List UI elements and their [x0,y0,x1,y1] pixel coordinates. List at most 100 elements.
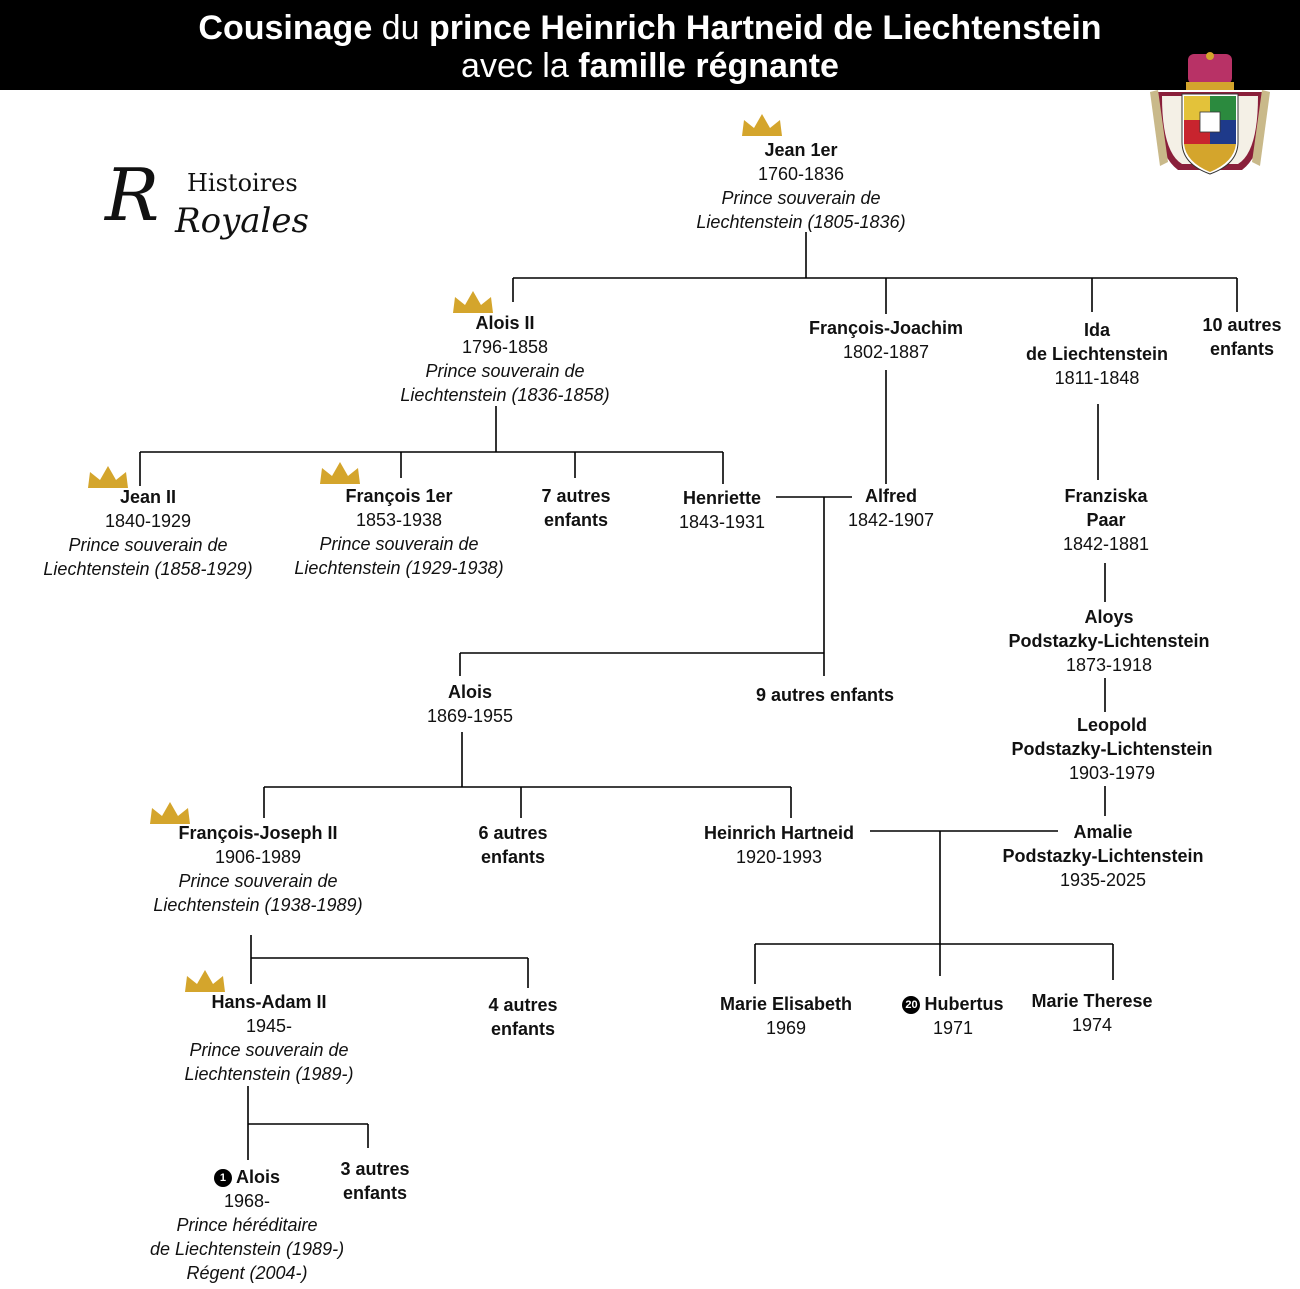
person-name: Aloys [1084,607,1134,627]
other-children-label: 7 autres [541,486,611,506]
other-children-label: enfants [490,1019,555,1039]
histoires-royales-logo: R Histoires Royales [105,153,309,250]
crown-icon [320,462,360,484]
person-title: Prince souverain de [178,871,338,891]
crown-icon [453,291,493,313]
person-heinrich-hartneid: Heinrich Hartneid 1920-1993 [684,821,874,869]
person-alois-1869: Alois 1869-1955 [405,680,535,728]
person-franziska-paar: Franziska Paar 1842-1881 [1041,484,1171,556]
title-bold-a: Cousinage [198,9,373,47]
person-title: Liechtenstein (1858-1929) [43,559,253,579]
person-name: Hubertus [924,994,1004,1014]
subtitle-normal: avec la [461,47,579,85]
other-children-9: 9 autres enfants [725,683,925,707]
person-title: Prince souverain de [68,535,228,555]
person-name: Leopold [1077,715,1147,735]
person-name: Marie Therese [1031,991,1153,1011]
person-name: Paar [1086,510,1126,530]
person-amalie: Amalie Podstazky-Lichtenstein 1935-2025 [978,820,1228,892]
person-dates: 1843-1931 [678,512,766,532]
title-line-2: avec la famille régnante [0,47,1300,85]
person-dates: 1968- [223,1191,271,1211]
crown-icon [88,466,128,488]
person-title: Liechtenstein (1836-1858) [400,385,610,405]
person-title: Prince souverain de [721,188,881,208]
person-marie-elisabeth: Marie Elisabeth 1969 [701,992,871,1040]
person-aloys: Aloys Podstazky-Lichtenstein 1873-1918 [984,605,1234,677]
other-children-label: enfants [342,1183,407,1203]
person-dates: 1842-1907 [847,510,935,530]
person-marie-therese: Marie Therese 1974 [1012,989,1172,1037]
person-name: Alois [447,682,492,702]
person-title: Liechtenstein (1938-1989) [153,895,363,915]
other-children-label: 9 autres enfants [755,685,895,705]
person-name: Marie Elisabeth [719,994,853,1014]
person-name: Podstazky-Lichtenstein [1002,846,1204,866]
person-alfred: Alfred 1842-1907 [836,484,946,532]
person-name: François 1er [345,486,453,506]
person-title: Prince souverain de [425,361,585,381]
other-children-label: 10 autres [1202,315,1282,335]
crown-icon [185,970,225,992]
person-dates: 1842-1881 [1062,534,1150,554]
person-name: François-Joachim [808,318,964,338]
person-leopold: Leopold Podstazky-Lichtenstein 1903-1979 [987,713,1237,785]
person-dates: 1869-1955 [426,706,514,726]
person-name: Podstazky-Lichtenstein [1011,739,1213,759]
logo-initial: R [105,153,160,237]
other-children-label: enfants [480,847,545,867]
other-children-label: enfants [543,510,608,530]
person-dates: 1796-1858 [461,337,549,357]
person-dates: 1969 [765,1018,807,1038]
person-title: Liechtenstein (1929-1938) [294,558,504,578]
other-children-7: 7 autres enfants [521,484,631,532]
person-dates: 1971 [932,1018,974,1038]
title-normal: du [372,9,429,47]
person-title: Liechtenstein (1805-1836) [696,212,906,232]
other-children-4: 4 autres enfants [468,993,578,1041]
title-line-1: Cousinage du prince Heinrich Hartneid de… [0,0,1300,47]
person-name: Podstazky-Lichtenstein [1008,631,1210,651]
person-francois-joachim: François-Joachim 1802-1887 [786,316,986,364]
person-name: Alois [235,1167,280,1187]
person-title: Prince héréditaire [176,1215,318,1235]
logo-word-royales: Royales [175,201,309,241]
person-name: Amalie [1073,822,1133,842]
other-children-label: 4 autres [488,995,558,1015]
person-dates: 1811-1848 [1054,368,1140,388]
person-henriette: Henriette 1843-1931 [662,486,782,534]
person-dates: 1974 [1071,1015,1113,1035]
person-name: Alois II [475,313,535,333]
other-children-6: 6 autres enfants [458,821,568,869]
other-children-label: 3 autres [340,1159,410,1179]
person-name: Jean 1er [764,140,838,160]
other-children-3: 3 autres enfants [320,1157,430,1205]
person-name: de Liechtenstein [1025,344,1169,364]
person-name: Franziska [1064,486,1148,506]
number-badge-icon: 1 [213,1169,232,1187]
person-ida: Ida de Liechtenstein 1811-1848 [1002,318,1192,390]
header-banner: Cousinage du prince Heinrich Hartneid de… [0,0,1300,90]
person-title: Prince souverain de [189,1040,349,1060]
other-children-label: 6 autres [478,823,548,843]
person-jean-ii: Jean II 1840-1929 Prince souverain de Li… [18,485,278,581]
person-dates: 1906-1989 [214,847,302,867]
person-name: Heinrich Hartneid [703,823,855,843]
person-francois-joseph-ii: François-Joseph II 1906-1989 Prince souv… [128,821,388,917]
person-alois-ii: Alois II 1796-1858 Prince souverain de L… [355,311,655,407]
person-dates: 1873-1918 [1065,655,1153,675]
person-dates: 1853-1938 [355,510,443,530]
person-jean-1er: Jean 1er 1760-1836 Prince souverain de L… [651,138,951,234]
crown-icon [150,802,190,824]
logo-word-histoires: Histoires [187,169,298,197]
person-title: Liechtenstein (1989-) [184,1064,354,1084]
person-dates: 1760-1836 [757,164,845,184]
person-title: Prince souverain de [319,534,479,554]
person-dates: 1945- [245,1016,293,1036]
person-name: Alfred [864,486,917,506]
subtitle-bold: famille régnante [578,47,839,85]
